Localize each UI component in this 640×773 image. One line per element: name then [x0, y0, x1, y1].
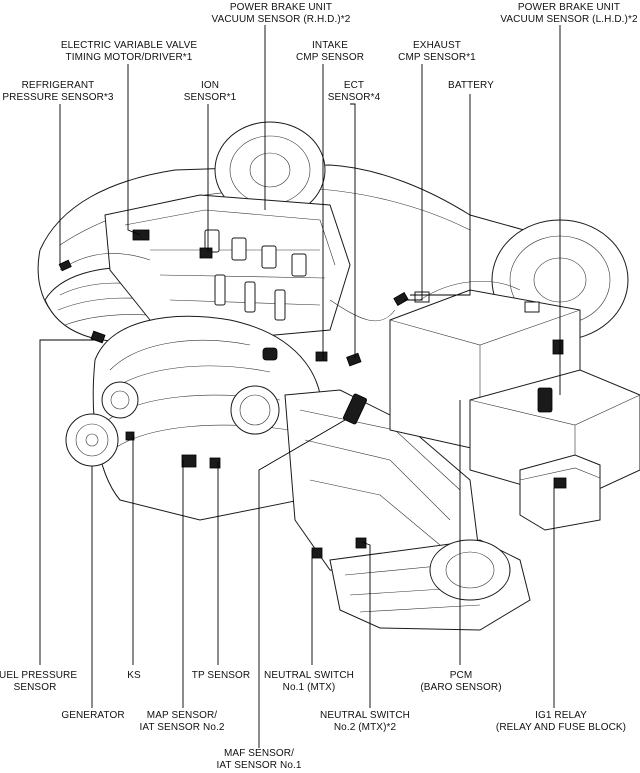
label-maf-sensor: MAF SENSOR/ IAT SENSOR No.1	[216, 748, 302, 771]
label-intake-cmp: INTAKE CMP SENSOR	[295, 40, 365, 63]
label-ig1-relay: IG1 RELAY (RELAY AND FUSE BLOCK)	[495, 710, 627, 733]
label-tp-sensor: TP SENSOR	[191, 670, 251, 681]
label-ks: KS	[127, 670, 141, 681]
label-neutral-no2: NEUTRAL SWITCH No.2 (MTX)*2	[320, 710, 410, 733]
label-exhaust-cmp: EXHAUST CMP SENSOR*1	[398, 40, 476, 63]
label-fuel-pressure: FUEL PRESSURE SENSOR	[0, 670, 78, 693]
label-refrigerant: REFRIGERANT PRESSURE SENSOR*3	[2, 80, 114, 103]
label-ion-sensor: ION SENSOR*1	[183, 80, 237, 103]
label-battery: BATTERY	[448, 80, 494, 91]
label-neutral-no1: NEUTRAL SWITCH No.1 (MTX)	[264, 670, 354, 693]
label-ect-sensor: ECT SENSOR*4	[327, 80, 381, 103]
leader-lines	[39, 25, 561, 748]
label-power-brake-rhd: POWER BRAKE UNIT VACUUM SENSOR (R.H.D.)*…	[211, 2, 351, 25]
engine-drawing	[37, 121, 640, 631]
label-map-sensor: MAP SENSOR/ IAT SENSOR No.2	[139, 710, 225, 733]
label-pcm: PCM (BARO SENSOR)	[420, 670, 502, 693]
label-generator: GENERATOR	[61, 710, 125, 721]
label-electric-vvt: ELECTRIC VARIABLE VALVE TIMING MOTOR/DRI…	[60, 40, 198, 63]
label-power-brake-lhd: POWER BRAKE UNIT VACUUM SENSOR (L.H.D.)*…	[500, 2, 638, 25]
